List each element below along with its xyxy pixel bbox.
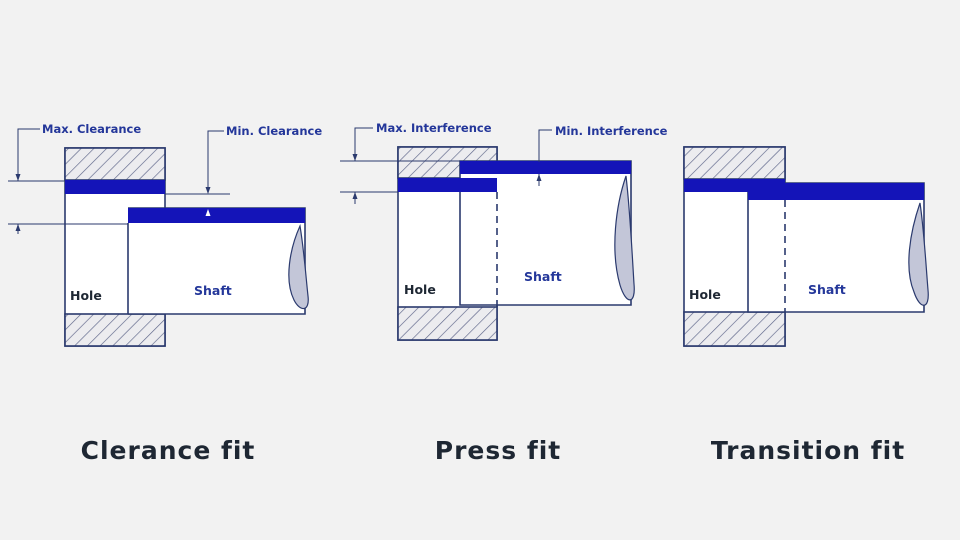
shaft-label: Shaft <box>524 269 562 284</box>
hole-label: Hole <box>689 287 721 302</box>
caption-transition-fit: Transition fit <box>710 436 906 465</box>
annotation-min-clearance: Min. Clearance <box>226 124 322 138</box>
shaft-tolerance-band <box>460 161 631 174</box>
shaft-tolerance-band <box>748 183 924 200</box>
annotation-max-clearance: Max. Clearance <box>42 122 141 136</box>
caption-clearance-fit: Clerance fit <box>80 436 256 465</box>
caption-press-fit: Press fit <box>434 436 562 465</box>
annotation-min-interference: Min. Interference <box>555 124 668 138</box>
shaft-end-break <box>908 202 929 306</box>
min-clearance-arrow <box>205 187 211 194</box>
shaft-end-break <box>288 223 309 310</box>
press-fit-diagram: Max. Interference Min. Interference Hole… <box>340 121 668 341</box>
max-clearance-arrow <box>15 174 21 181</box>
hole-hatch-top <box>64 147 166 181</box>
hole-hatch-bottom <box>397 306 498 341</box>
min-interference-arrow <box>536 174 542 181</box>
hole-label: Hole <box>70 288 102 303</box>
min-clearance-leader <box>207 130 224 193</box>
max-interference-leader <box>354 127 373 161</box>
hole-hatch-top <box>683 146 786 180</box>
hole-hatch-bottom <box>64 313 166 347</box>
shaft-label: Shaft <box>194 283 232 298</box>
hole-label: Hole <box>404 282 436 297</box>
max-interference-arrow-up <box>352 192 358 199</box>
hole-tolerance-band <box>398 178 497 192</box>
max-clearance-leader <box>17 128 40 181</box>
shaft-end-break <box>614 175 635 301</box>
min-interference-leader <box>538 129 552 162</box>
transition-fit-diagram: Hole Shaft <box>683 146 929 347</box>
shaft-label: Shaft <box>808 282 846 297</box>
clearance-fit-diagram: Max. Clearance Min. Clearance Hole Shaft <box>8 122 322 347</box>
shaft-tolerance-band <box>128 208 305 223</box>
max-interference-arrow <box>352 154 358 161</box>
hole-hatch-bottom <box>683 311 786 347</box>
min-clearance-arrow-up <box>205 209 211 216</box>
shaft-body <box>128 207 306 315</box>
hole-tolerance-band <box>65 180 165 194</box>
max-clearance-arrow-up <box>15 224 21 231</box>
annotation-max-interference: Max. Interference <box>376 121 492 135</box>
